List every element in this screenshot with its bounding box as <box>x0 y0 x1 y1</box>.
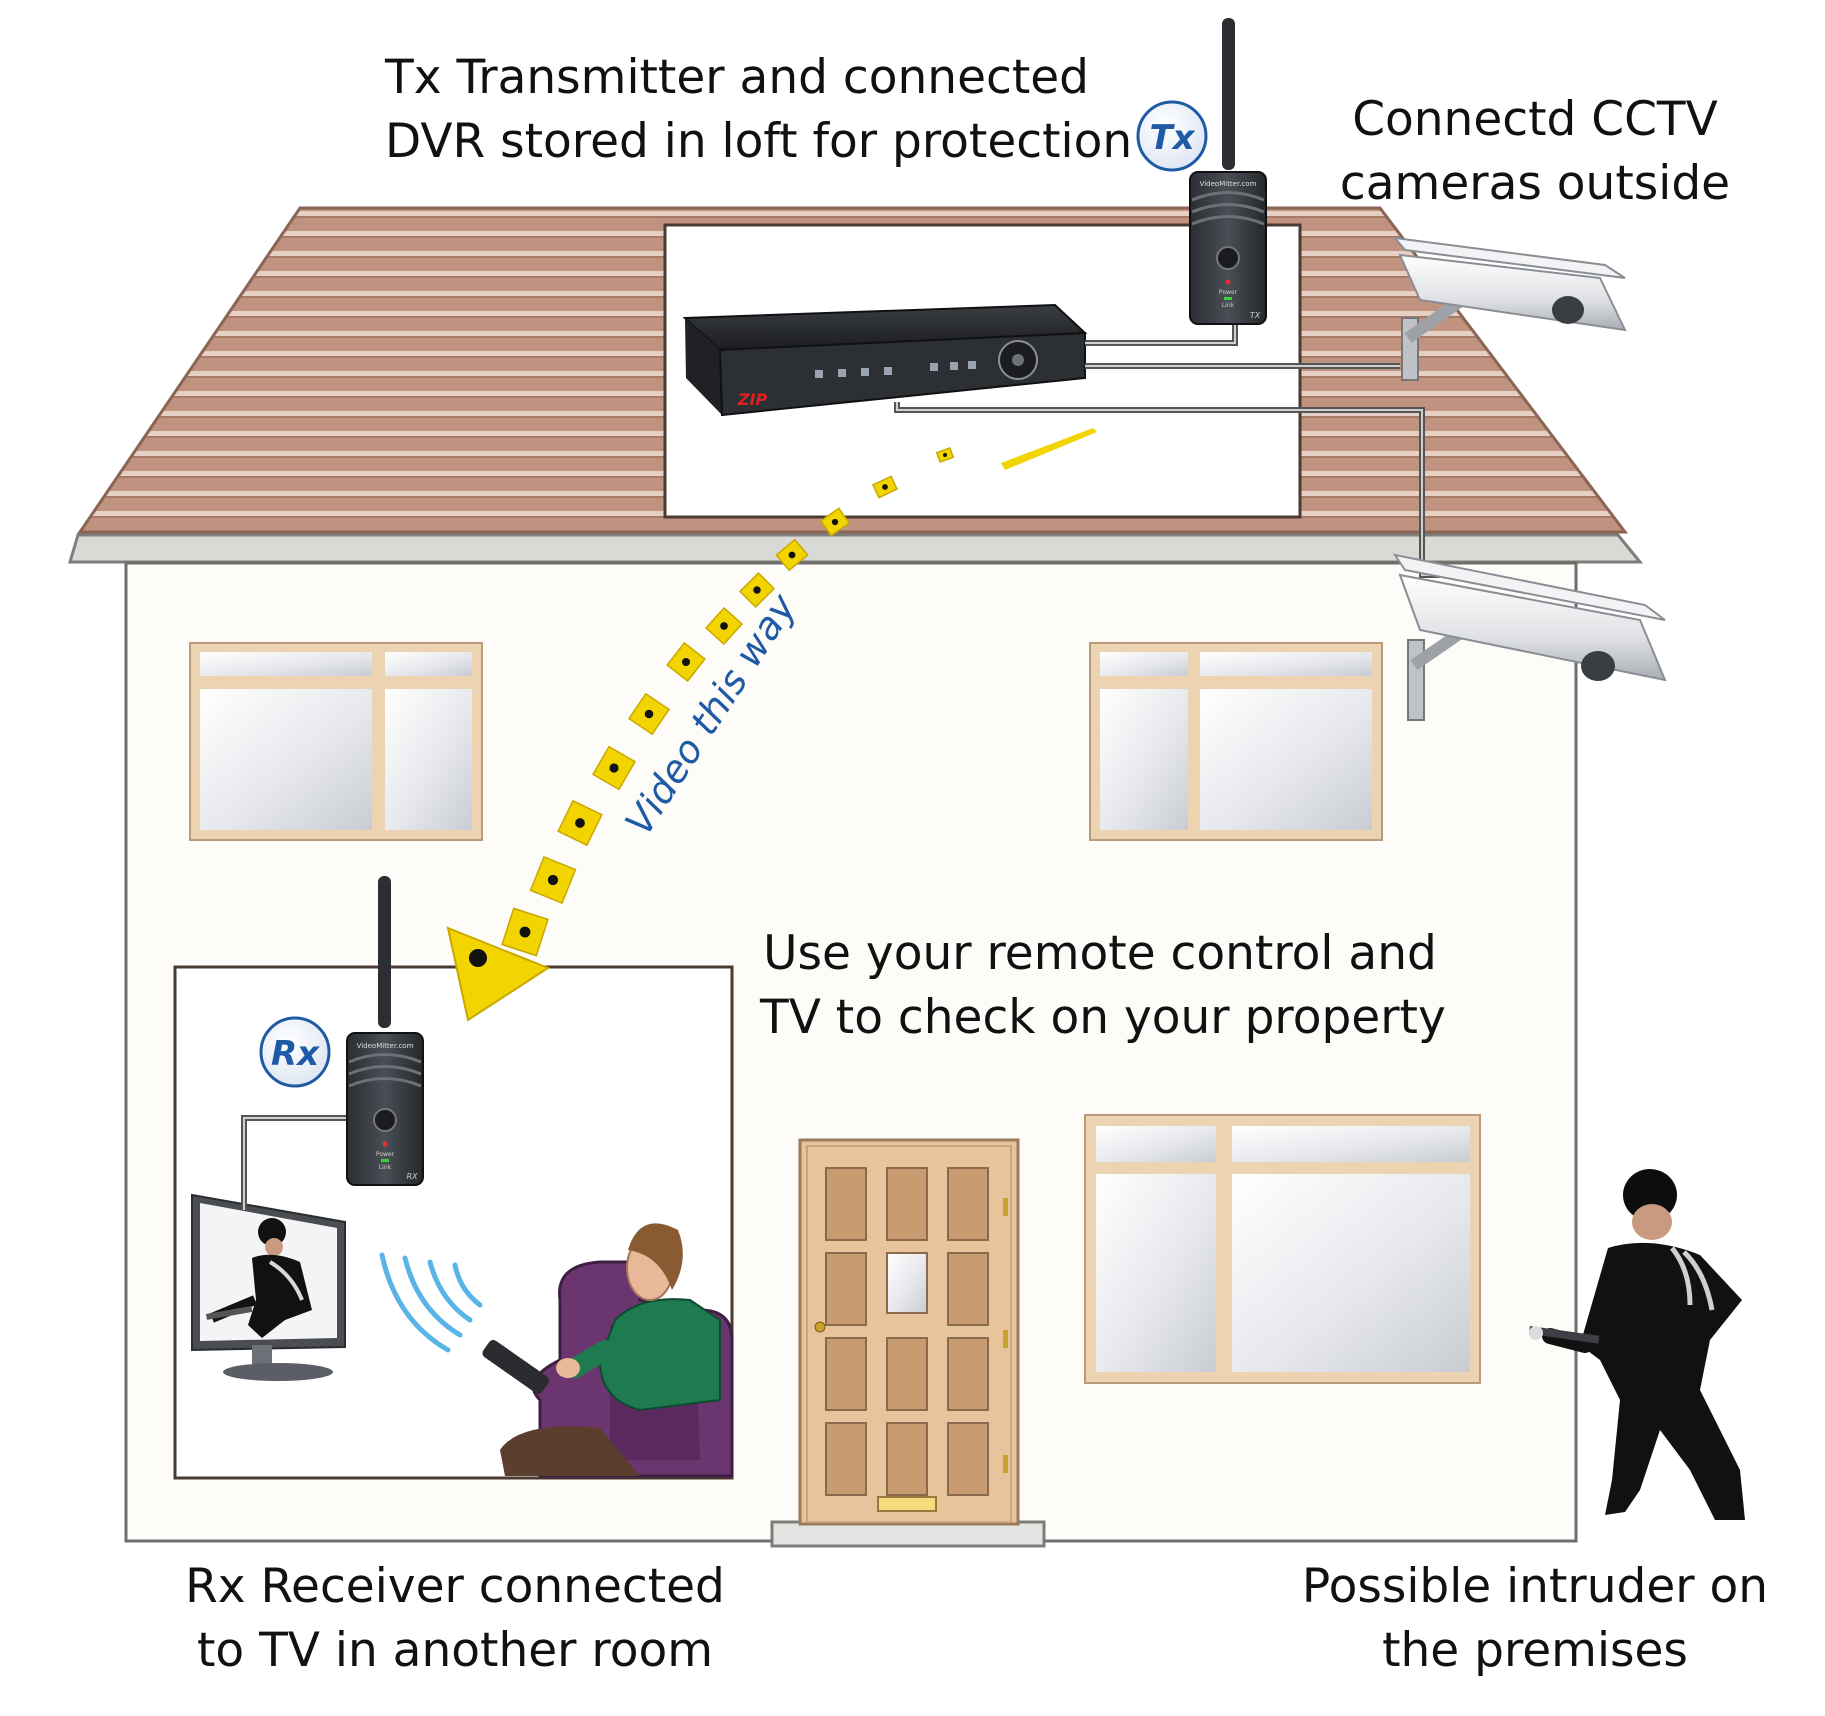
video-tile-figure <box>519 926 531 938</box>
rx-link-label: Link <box>379 1164 392 1171</box>
door-panel <box>947 1337 989 1411</box>
tx-button <box>1216 246 1240 270</box>
window-lower-right <box>1084 1114 1481 1384</box>
cctv-caption-line1: Connectd CCTV <box>1352 92 1718 147</box>
tx-antenna <box>1222 18 1235 170</box>
video-tile-figure <box>882 484 888 490</box>
cctv-camera-upper <box>1392 236 1627 381</box>
roof-eave <box>67 533 1644 564</box>
door-panel <box>886 1422 928 1496</box>
video-tile-figure <box>682 658 690 666</box>
trousers <box>500 1426 640 1476</box>
tx-power-label: Power <box>1219 289 1238 296</box>
door-panel <box>825 1167 867 1241</box>
door-glass-pane <box>886 1252 928 1314</box>
intruder-caption-line2: the premises <box>1382 1623 1688 1678</box>
tv-stand <box>252 1345 272 1367</box>
intruder-caption-line1: Possible intruder on <box>1301 1559 1769 1614</box>
rx-caption-line1: Rx Receiver connected <box>185 1559 725 1614</box>
crowbar <box>1528 1326 1600 1344</box>
video-arrowhead-figure <box>469 949 487 967</box>
tv-remote <box>482 1339 580 1394</box>
tx-link-label: Link <box>1222 302 1235 309</box>
door-panel <box>886 1167 928 1241</box>
intruder-face <box>1632 1204 1672 1240</box>
rx-unit-label: RX <box>406 1172 418 1181</box>
cctv-camera-lower <box>1392 553 1667 721</box>
letterbox <box>877 1496 937 1512</box>
tx-caption-line1: Tx Transmitter and connected <box>385 50 1090 105</box>
rx-power-label: Power <box>376 1151 395 1158</box>
tx-transmitter: VideoMitter.com Power Link TX <box>1189 18 1267 325</box>
rx-antenna <box>378 876 391 1028</box>
tx-caption: Tx Transmitter and connected DVR stored … <box>385 46 1133 174</box>
door-panel <box>947 1252 989 1326</box>
video-tile-figure <box>609 763 619 773</box>
video-tile-figure <box>788 551 796 559</box>
door-panel <box>947 1167 989 1241</box>
rx-badge-label: Rx <box>271 1034 320 1074</box>
remote-caption-line1: Use your remote control and <box>763 926 1437 981</box>
rx-receiver: VideoMitter.com Power Link RX <box>346 876 424 1186</box>
intruder-outside <box>1528 1169 1745 1520</box>
video-signal-path <box>446 428 1097 1022</box>
video-tile-figure <box>943 453 947 457</box>
dvr-recorder: ZIP <box>682 303 1088 417</box>
shirt <box>598 1298 721 1412</box>
intruder-body <box>1580 1242 1745 1520</box>
video-tile-figure <box>720 622 728 630</box>
door-panel <box>825 1337 867 1411</box>
door-panel <box>825 1422 867 1496</box>
ir-signal-waves <box>379 1252 483 1353</box>
remote-caption: Use your remote control and TV to check … <box>760 922 1446 1050</box>
door-hinge <box>1003 1455 1008 1473</box>
video-tile-figure <box>753 586 761 594</box>
video-tile-figure <box>644 709 654 719</box>
tx-brand-label: VideoMitter.com <box>1200 180 1257 188</box>
door-knob <box>814 1321 826 1333</box>
front-door <box>798 1138 1020 1526</box>
rx-badge: Rx <box>259 1016 331 1088</box>
cctv-caption-line2: cameras outside <box>1339 156 1731 211</box>
tx-badge-label: Tx <box>1149 118 1195 158</box>
hair <box>628 1223 683 1290</box>
tx-badge: Tx <box>1136 100 1208 172</box>
door-panel <box>825 1252 867 1326</box>
living-room <box>173 965 734 1480</box>
door-hinge <box>1003 1198 1008 1216</box>
viewer-in-armchair <box>500 1223 734 1478</box>
tx-caption-line2: DVR stored in loft for protection <box>385 114 1133 169</box>
dvr-logo: ZIP <box>737 390 768 409</box>
video-streak <box>1001 428 1097 470</box>
tv-intruder-image <box>205 1218 312 1338</box>
cctv-caption: Connectd CCTV cameras outside <box>1335 88 1735 216</box>
video-tile-figure <box>575 818 585 828</box>
doorstep <box>770 1520 1046 1548</box>
window-upper-right <box>1089 642 1383 841</box>
door-hinge <box>1003 1330 1008 1348</box>
flashlight <box>1529 1326 1543 1340</box>
video-tile-figure <box>831 518 839 526</box>
door-panels <box>825 1167 989 1496</box>
door-panel <box>947 1422 989 1496</box>
rx-button <box>373 1108 397 1132</box>
rx-brand-label: VideoMitter.com <box>357 1042 414 1050</box>
rx-caption: Rx Receiver connected to TV in another r… <box>175 1555 735 1683</box>
intruder-caption: Possible intruder on the premises <box>1290 1555 1780 1683</box>
remote-caption-line2: TV to check on your property <box>760 990 1446 1045</box>
window-upper-left <box>189 642 483 841</box>
video-tile-figure <box>547 874 559 886</box>
tx-unit-label: TX <box>1250 311 1261 320</box>
tv-stand-base <box>223 1363 333 1381</box>
door-panel <box>886 1337 928 1411</box>
rx-caption-line2: to TV in another room <box>196 1623 714 1678</box>
